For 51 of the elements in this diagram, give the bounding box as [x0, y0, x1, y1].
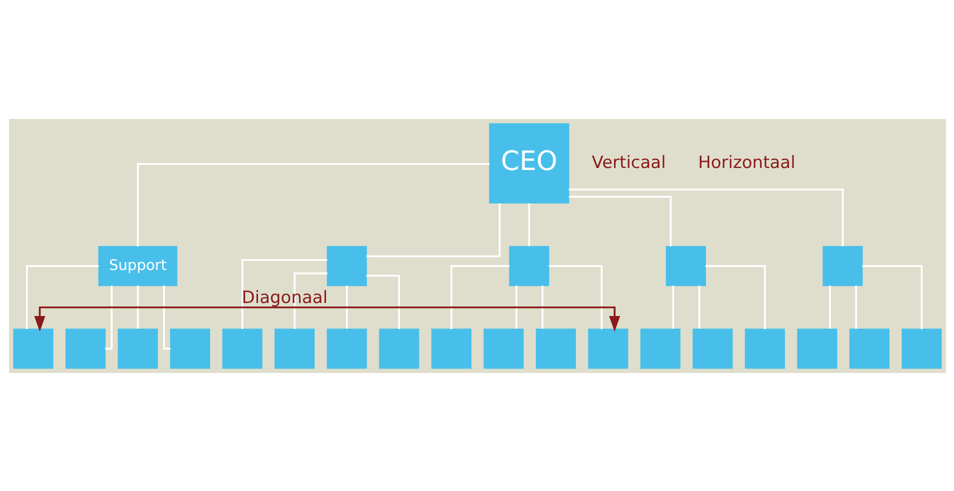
node-box: [117, 328, 158, 368]
connector: [568, 195, 672, 246]
node-box: CEO: [488, 122, 569, 203]
node-box: [170, 328, 210, 368]
connector: [366, 274, 400, 329]
connector: [514, 285, 517, 328]
connector: [548, 264, 602, 329]
node-box: [796, 328, 837, 368]
node-box: [326, 328, 366, 368]
connector: [541, 285, 543, 328]
node-box: [665, 246, 706, 286]
connector: [854, 285, 856, 328]
connector: [698, 285, 700, 328]
connector: [528, 202, 530, 246]
label: Verticaal: [591, 152, 666, 172]
node-box: Support: [98, 246, 177, 286]
connector: [136, 162, 489, 246]
connector: [240, 258, 327, 328]
node-box: [822, 246, 862, 286]
arrow: [34, 306, 620, 332]
label: Horizontaal: [698, 152, 795, 172]
connector: [568, 188, 844, 246]
node-box: [65, 328, 106, 368]
connector: [704, 264, 766, 329]
node-box: [588, 328, 628, 368]
node-box: [274, 328, 314, 368]
node-box: [483, 328, 524, 368]
node-box: [430, 328, 471, 368]
node-box: [326, 246, 366, 286]
node-box: [640, 328, 680, 368]
connector: [828, 285, 830, 328]
node-box: [744, 328, 784, 368]
connector: [293, 272, 327, 328]
connector: [862, 264, 922, 329]
connector: [366, 202, 500, 257]
connector: [25, 264, 98, 329]
connector: [104, 285, 112, 350]
node-box: [692, 328, 732, 368]
connector: [136, 285, 138, 328]
node-box: [222, 328, 262, 368]
node-box: [508, 246, 549, 286]
edge-label: Diagonaal: [241, 287, 328, 308]
connector: [345, 285, 348, 328]
connector: [450, 264, 510, 329]
connector: [672, 285, 674, 328]
node-box: [12, 328, 53, 368]
node-box: [378, 328, 419, 368]
node-box: [848, 328, 889, 368]
connector: [162, 285, 170, 350]
node-box: [535, 328, 576, 368]
node-box: [901, 328, 942, 368]
